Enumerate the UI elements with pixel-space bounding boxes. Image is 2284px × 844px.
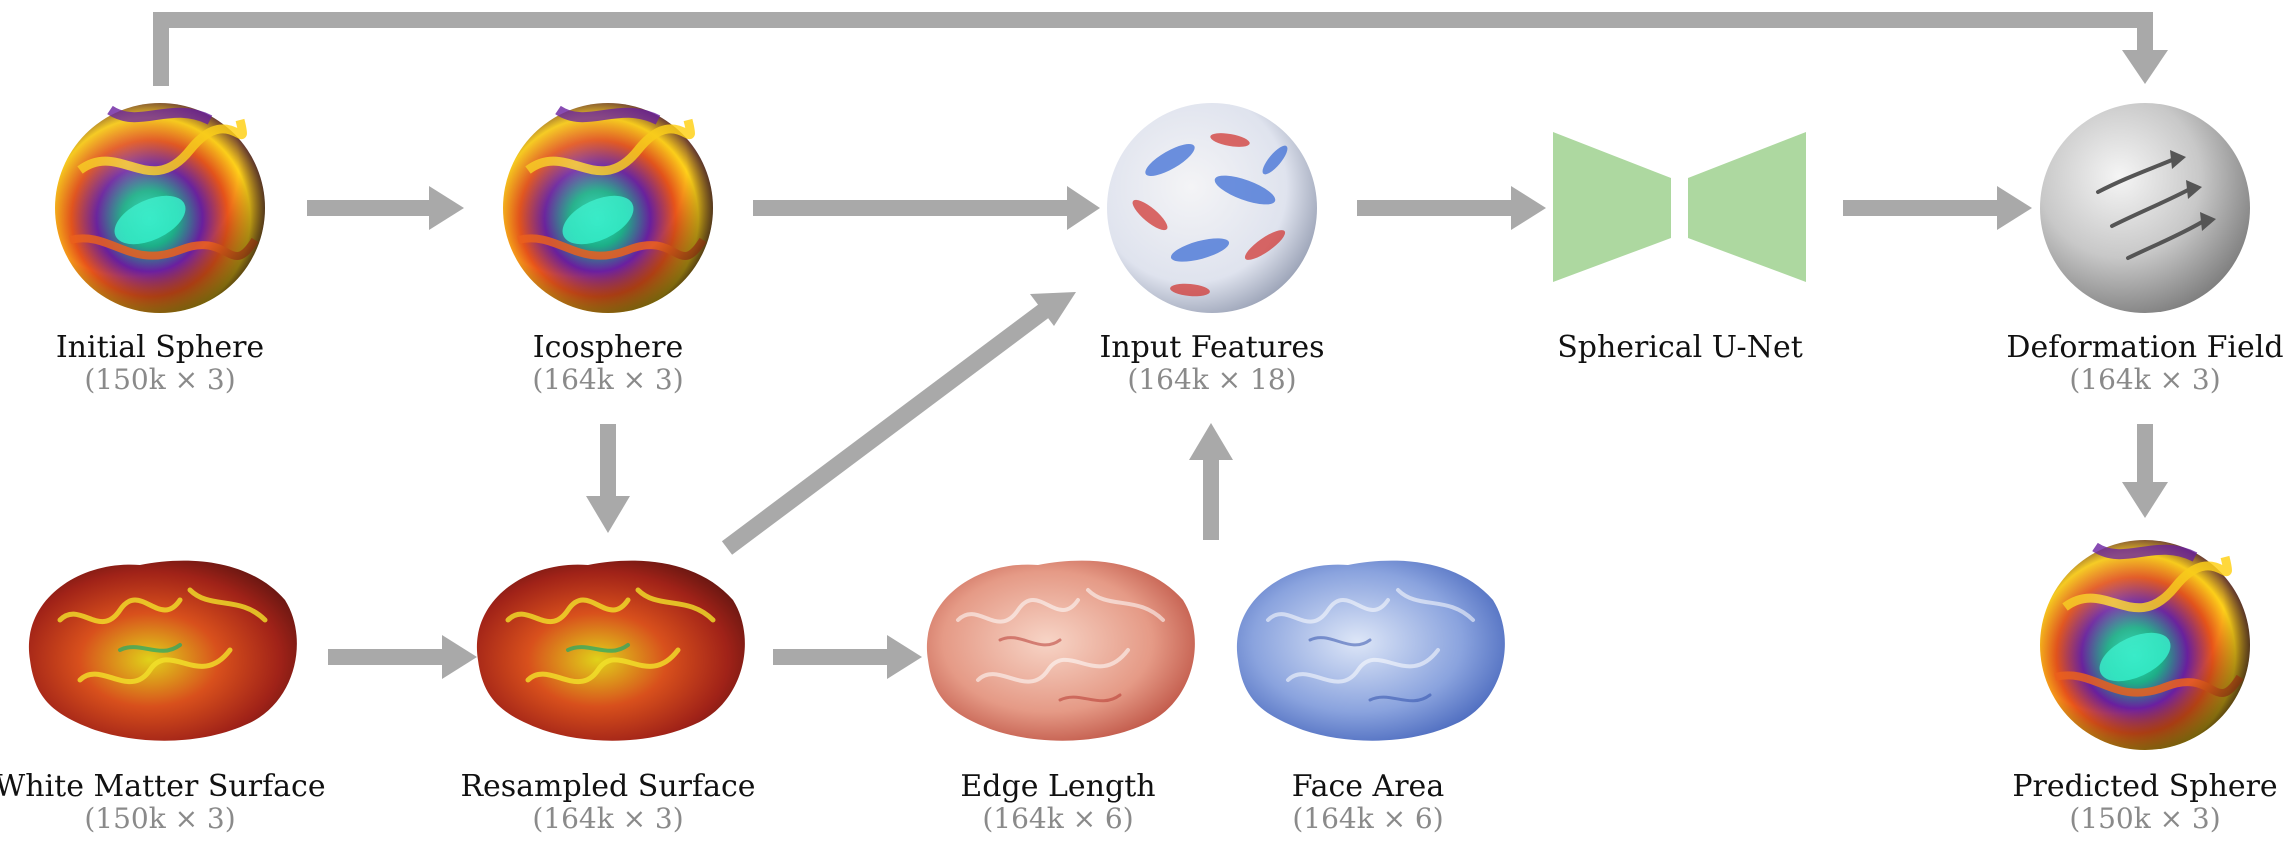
- initial-sphere-title: Initial Sphere: [56, 330, 264, 365]
- face-area-title: Face Area: [1292, 769, 1445, 804]
- deformation-field-dims: (164k × 3): [2069, 363, 2220, 396]
- white-matter-brain-image: [28, 560, 297, 741]
- input-features-title: Input Features: [1100, 330, 1325, 365]
- edge-length-brain-image: [926, 560, 1195, 741]
- edge-length-node: Edge Length (164k × 6): [926, 560, 1195, 835]
- arrow-icosphere-to-features: [753, 186, 1100, 230]
- spherical-unet-title: Spherical U-Net: [1557, 330, 1803, 365]
- arrow-icosphere-to-resampled: [586, 424, 630, 533]
- icosphere-title: Icosphere: [533, 330, 683, 365]
- arrow-features-to-unet: [1357, 186, 1546, 230]
- face-area-dims: (164k × 6): [1292, 802, 1443, 835]
- resampled-surface-dims: (164k × 3): [532, 802, 683, 835]
- arrow-deformation-to-predicted: [2122, 424, 2168, 518]
- predicted-sphere-dims: (150k × 3): [2069, 802, 2220, 835]
- arrow-whitematter-to-resampled: [328, 635, 477, 679]
- arrow-resampled-to-edgelength: [773, 635, 922, 679]
- white-matter-surface-title: White Matter Surface: [0, 769, 326, 804]
- initial-sphere-dims: (150k × 3): [84, 363, 235, 396]
- arrow-initial-to-deformation: [153, 12, 2168, 86]
- resampled-surface-node: Resampled Surface (164k × 3): [460, 560, 756, 835]
- input-features-dims: (164k × 18): [1127, 363, 1296, 396]
- unet-icon: [1553, 132, 1806, 282]
- white-matter-surface-dims: (150k × 3): [84, 802, 235, 835]
- icosphere-dims: (164k × 3): [532, 363, 683, 396]
- arrow-resampled-to-features: [721, 292, 1076, 555]
- initial-sphere-image: [55, 103, 265, 313]
- resampled-brain-image: [476, 560, 745, 741]
- predicted-sphere-node: Predicted Sphere (150k × 3): [2012, 540, 2278, 835]
- arrow-edgefeatures-to-features: [1189, 423, 1233, 540]
- arrow-unet-to-deformation: [1843, 186, 2032, 230]
- white-matter-surface-node: White Matter Surface (150k × 3): [0, 560, 326, 835]
- arrows: [153, 12, 2168, 679]
- deformation-field-node: Deformation Field (164k × 3): [2006, 103, 2284, 396]
- face-area-node: Face Area (164k × 6): [1236, 560, 1505, 835]
- face-area-brain-image: [1236, 560, 1505, 741]
- input-features-image: [1107, 103, 1317, 313]
- icosphere-image: [503, 103, 713, 313]
- predicted-sphere-image: [2040, 540, 2250, 750]
- deformation-field-image: [2040, 103, 2250, 313]
- spherical-unet-node: Spherical U-Net: [1553, 132, 1806, 365]
- resampled-surface-title: Resampled Surface: [460, 769, 755, 804]
- icosphere-node: Icosphere (164k × 3): [503, 103, 713, 396]
- predicted-sphere-title: Predicted Sphere: [2012, 769, 2277, 804]
- initial-sphere-node: Initial Sphere (150k × 3): [55, 103, 265, 396]
- arrow-initial-to-icosphere: [307, 186, 464, 230]
- input-features-node: Input Features (164k × 18): [1100, 103, 1325, 396]
- edge-length-title: Edge Length: [960, 769, 1155, 804]
- edge-length-dims: (164k × 6): [982, 802, 1133, 835]
- deformation-field-title: Deformation Field: [2006, 330, 2283, 365]
